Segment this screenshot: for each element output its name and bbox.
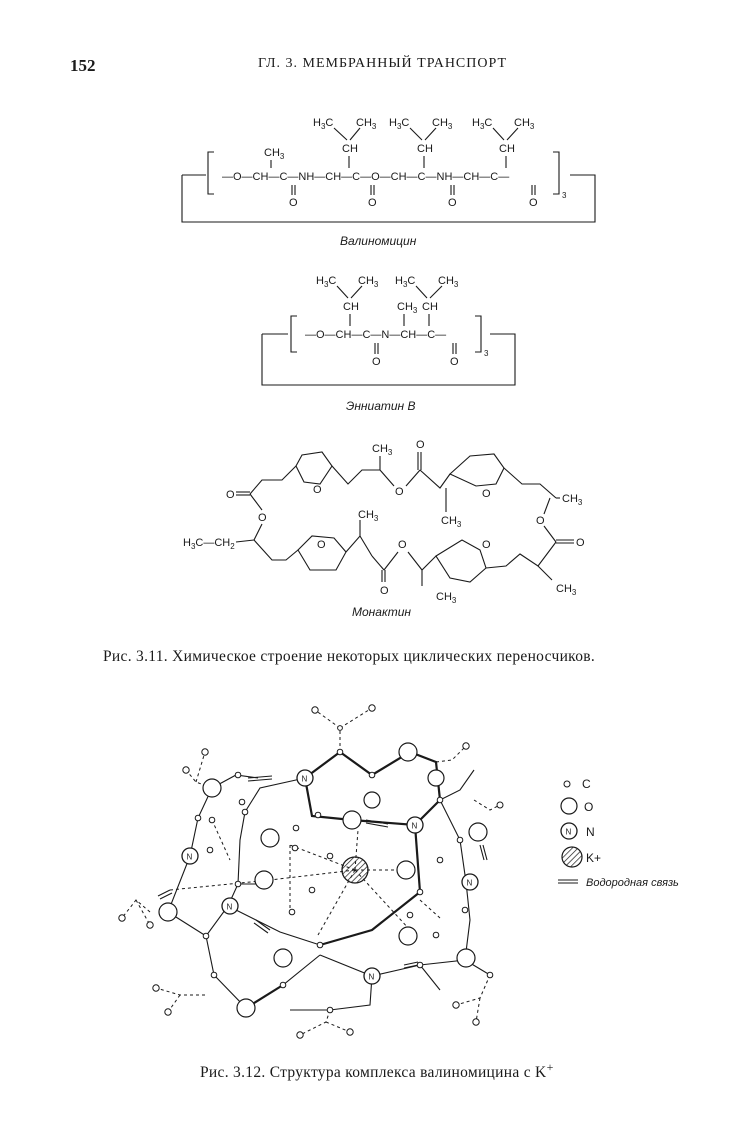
monactin-structure: O O CH3 O O CH3 O CH3 O O O H3C—CH2: [183, 439, 585, 619]
svg-text:H3C: H3C: [313, 117, 333, 131]
figure-3-12-caption-text: Рис. 3.12. Структура комплекса валиномиц…: [200, 1064, 547, 1082]
svg-text:3: 3: [562, 191, 567, 200]
svg-text:O: O: [380, 585, 389, 597]
svg-text:O: O: [529, 197, 538, 209]
svg-text:CH: CH: [343, 301, 359, 313]
valinomycin-k-complex: N N N N N N: [118, 704, 504, 1039]
svg-text:O: O: [482, 488, 491, 500]
svg-text:N: N: [227, 903, 233, 912]
figure-3-11-caption: Рис. 3.11. Химическое строение некоторых…: [103, 648, 596, 665]
svg-text:O: O: [313, 484, 322, 496]
svg-text:O: O: [289, 197, 298, 209]
svg-text:O: O: [576, 537, 585, 549]
svg-text:O: O: [450, 356, 459, 368]
svg-text:CH3: CH3: [358, 509, 379, 523]
valinomycin-ch3-1: CH3: [264, 147, 285, 161]
svg-text:H3C: H3C: [316, 275, 336, 289]
potassium-ion: [341, 856, 369, 884]
svg-text:N: N: [302, 775, 308, 784]
svg-text:O: O: [482, 539, 491, 551]
svg-text:O: O: [395, 486, 404, 498]
legend-nitrogen-icon: [560, 822, 578, 840]
svg-text:CH3: CH3: [556, 583, 577, 597]
svg-text:CH: CH: [342, 143, 358, 155]
svg-text:CH3: CH3: [441, 515, 462, 529]
k-coordination-lines: [169, 819, 441, 936]
figure-legend: C O N N K+ Водородная связь: [558, 777, 679, 889]
svg-text:CH3: CH3: [436, 591, 457, 605]
valinomycin-structure: CH3 H3C CH3 CH H3C CH3 CH H3C CH3 CH 3 —…: [181, 117, 596, 248]
monactin-name: Монактин: [352, 605, 411, 619]
carbon-atoms: [194, 748, 494, 1014]
legend-c-label: C: [582, 777, 591, 791]
oxygen-atoms: [158, 742, 488, 1018]
svg-text:CH3: CH3: [358, 275, 379, 289]
svg-text:3: 3: [484, 349, 489, 358]
svg-text:N: N: [187, 853, 193, 862]
svg-text:O: O: [368, 197, 377, 209]
svg-text:CH3: CH3: [438, 275, 459, 289]
svg-text:CH3: CH3: [432, 117, 453, 131]
valinomycin-backbone: —O—CH—C—NH—CH—C—O—CH—C—NH—CH—C—: [222, 171, 509, 183]
svg-text:O: O: [226, 489, 235, 501]
svg-text:CH: CH: [422, 301, 438, 313]
svg-text:CH3: CH3: [514, 117, 535, 131]
svg-text:CH3: CH3: [562, 493, 583, 507]
svg-text:H3C: H3C: [472, 117, 492, 131]
svg-text:O: O: [372, 356, 381, 368]
legend-oxygen-icon: [560, 797, 578, 815]
legend-carbon-icon: [563, 780, 571, 788]
running-title: ГЛ. 3. МЕМБРАННЫЙ ТРАНСПОРТ: [258, 56, 508, 71]
enniatin-structure: H3C CH3 CH H3C CH3 CH3 CH 3 —O—CH—C—N—CH…: [261, 275, 516, 413]
svg-text:CH: CH: [417, 143, 433, 155]
legend-potassium-icon: [561, 846, 583, 868]
enniatin-backbone: —O—CH—C—N—CH—C—: [305, 329, 446, 341]
svg-text:CH3: CH3: [372, 443, 393, 457]
legend-k-label: K+: [586, 851, 601, 865]
svg-text:CH: CH: [499, 143, 515, 155]
hydrogen-bond-markers: [157, 775, 488, 969]
svg-text:O: O: [258, 512, 267, 524]
nitrogen-atoms: N N N N N N: [181, 769, 479, 985]
svg-text:N: N: [369, 973, 375, 982]
figure-3-12-caption: Рис. 3.12. Структура комплекса валиномиц…: [200, 1060, 554, 1082]
svg-text:O: O: [536, 515, 545, 527]
page-number: 152: [70, 56, 96, 75]
svg-text:O: O: [317, 539, 326, 551]
valinomycin-name: Валиномицин: [340, 234, 417, 248]
legend-n-label: N: [586, 825, 595, 839]
enniatin-name: Энниатин В: [346, 399, 416, 413]
svg-text:H3C: H3C: [395, 275, 415, 289]
svg-text:O: O: [398, 539, 407, 551]
legend-hbond-label: Водородная связь: [586, 877, 679, 889]
legend-o-label: O: [584, 800, 593, 814]
svg-text:N: N: [467, 879, 473, 888]
svg-text:N: N: [412, 822, 418, 831]
svg-text:O: O: [448, 197, 457, 209]
side-groups: [118, 704, 504, 1039]
svg-text:O: O: [416, 439, 425, 451]
figure-3-12-caption-sup: +: [546, 1060, 554, 1074]
svg-text:CH3: CH3: [397, 301, 418, 315]
svg-text:N: N: [566, 828, 572, 837]
legend-hbond-icon: [558, 879, 578, 884]
svg-text:CH3: CH3: [356, 117, 377, 131]
svg-text:H3C—CH2: H3C—CH2: [183, 537, 235, 551]
svg-text:H3C: H3C: [389, 117, 409, 131]
